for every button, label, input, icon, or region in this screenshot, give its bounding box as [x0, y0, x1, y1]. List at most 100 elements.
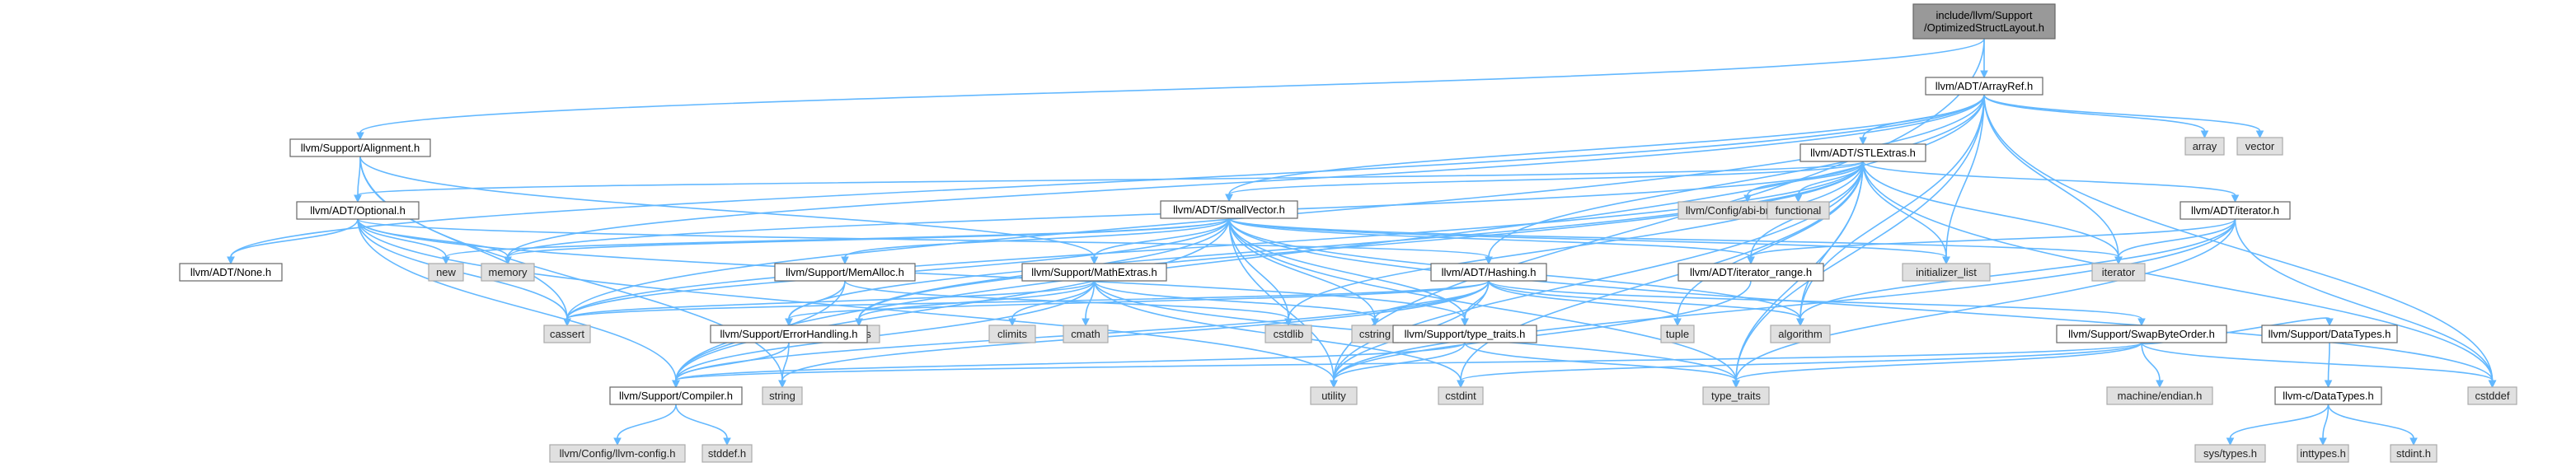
node-hashing[interactable]: llvm/ADT/Hashing.h	[1430, 263, 1547, 282]
edge-typetraitsh-to-type_traits	[1464, 342, 1740, 389]
node-label-none: llvm/ADT/None.h	[190, 266, 271, 278]
node-label-llvmconfig: llvm/Config/llvm-config.h	[560, 447, 676, 460]
edge-hashing-to-swapbyte	[1488, 280, 2146, 327]
node-label-endian: machine/endian.h	[2118, 390, 2203, 402]
node-endian: machine/endian.h	[2106, 386, 2213, 405]
node-datatypes[interactable]: llvm/Support/DataTypes.h	[2261, 325, 2398, 343]
edge-optional-to-cassert	[357, 218, 571, 327]
node-label-stdint: stdint.h	[2396, 447, 2431, 460]
node-swapbyte[interactable]: llvm/Support/SwapByteOrder.h	[2056, 325, 2227, 343]
node-compiler[interactable]: llvm/Support/Compiler.h	[609, 386, 743, 405]
node-label-arrayref: llvm/ADT/ArrayRef.h	[1936, 80, 2033, 92]
edge-mathextras-to-limits	[855, 280, 1096, 327]
node-none[interactable]: llvm/ADT/None.h	[179, 263, 283, 282]
node-iteratorh[interactable]: llvm/ADT/iterator.h	[2180, 201, 2291, 220]
edge-swapbyte-to-cstdint	[1457, 342, 2142, 389]
node-label-hashing: llvm/ADT/Hashing.h	[1442, 266, 1537, 278]
node-mathextras[interactable]: llvm/Support/MathExtras.h	[1021, 263, 1167, 282]
edge-stlextras-to-iteratorh	[1862, 161, 2240, 203]
node-smallvector[interactable]: llvm/ADT/SmallVector.h	[1160, 200, 1298, 219]
node-llvmconfig: llvm/Config/llvm-config.h	[549, 444, 686, 463]
node-label-tuple: tuple	[1666, 328, 1689, 340]
edge-swapbyte-to-cstddef	[2141, 342, 2497, 389]
node-label-cmath: cmath	[1071, 328, 1100, 340]
node-cmath: cmath	[1063, 325, 1109, 343]
node-memory: memory	[481, 263, 535, 282]
edge-smallvector-to-initlist	[1228, 217, 1950, 265]
node-iterrange[interactable]: llvm/ADT/iterator_range.h	[1677, 263, 1824, 282]
edge-cdatatypes-to-stdint	[2327, 404, 2418, 446]
node-label-memalloc: llvm/Support/MemAlloc.h	[786, 266, 904, 278]
node-cstring: cstring	[1351, 325, 1399, 343]
node-label-iterator: iterator	[2102, 266, 2136, 278]
node-typetraitsh[interactable]: llvm/Support/type_traits.h	[1392, 325, 1537, 343]
edge-root-to-alignment	[356, 38, 1985, 141]
node-memalloc[interactable]: llvm/Support/MemAlloc.h	[774, 263, 916, 282]
node-label-string: string	[769, 390, 795, 402]
node-label-new: new	[436, 266, 456, 278]
node-label-cdatatypes: llvm-c/DataTypes.h	[2283, 390, 2374, 402]
node-cdatatypes[interactable]: llvm-c/DataTypes.h	[2274, 386, 2382, 405]
node-label-iterrange: llvm/ADT/iterator_range.h	[1690, 266, 1812, 278]
node-climits: climits	[988, 325, 1036, 343]
edge-smallvector-to-memalloc	[841, 217, 1230, 265]
edge-arrayref-to-stlextras	[1859, 94, 1985, 146]
node-label-root: include/llvm/Support/OptimizedStructLayo…	[1924, 9, 2044, 34]
edge-alignment-to-string	[359, 156, 786, 389]
node-tuple: tuple	[1660, 325, 1695, 343]
edge-optional-to-hashing	[357, 218, 1493, 265]
node-optional[interactable]: llvm/ADT/Optional.h	[296, 201, 420, 220]
node-label-swapbyte: llvm/Support/SwapByteOrder.h	[2068, 328, 2215, 340]
node-label-mathextras: llvm/Support/MathExtras.h	[1031, 266, 1157, 278]
node-label-cstdlib: cstdlib	[1274, 328, 1304, 340]
edge-stlextras-to-cassert	[563, 161, 1864, 327]
edge-hashing-to-tuple	[1488, 280, 1682, 327]
node-initlist: initializer_list	[1902, 263, 1991, 282]
node-label-functional: functional	[1776, 204, 1822, 217]
edge-layer	[227, 38, 2497, 446]
node-label-cstdint: cstdint	[1445, 390, 1476, 402]
node-iterator: iterator	[2091, 263, 2146, 282]
node-label-type_traits: type_traits	[1711, 390, 1761, 402]
node-label-utility: utility	[1321, 390, 1346, 402]
edge-stlextras-to-abibreaking	[1743, 161, 1864, 203]
edge-smallvector-to-new	[442, 217, 1230, 265]
edge-swapbyte-to-endian	[2141, 342, 2164, 389]
node-cstdlib: cstdlib	[1265, 325, 1312, 343]
node-label-cstring: cstring	[1359, 328, 1391, 340]
edge-smallvector-to-memory	[504, 217, 1230, 265]
node-arrayref[interactable]: llvm/ADT/ArrayRef.h	[1925, 77, 2043, 96]
node-cstdint: cstdint	[1438, 386, 1484, 405]
node-label-climits: climits	[997, 328, 1028, 340]
node-label-cassert: cassert	[550, 328, 584, 340]
edge-iteratorh-to-iterrange	[1747, 218, 2236, 265]
node-errorhandling[interactable]: llvm/Support/ErrorHandling.h	[710, 325, 868, 343]
edge-iteratorh-to-type_traits	[1732, 218, 2236, 389]
edge-arrayref-to-memory	[504, 94, 1985, 265]
edge-swapbyte-to-type_traits	[1732, 342, 2142, 389]
edge-stlextras-to-optional	[354, 161, 1864, 203]
node-algorithm: algorithm	[1770, 325, 1831, 343]
node-label-compiler: llvm/Support/Compiler.h	[619, 390, 733, 402]
node-label-vector: vector	[2245, 140, 2275, 152]
node-systypes: sys/types.h	[2194, 444, 2266, 463]
edge-arrayref-to-vector	[1983, 94, 2264, 139]
node-cstddef: cstddef	[2467, 386, 2517, 405]
node-label-algorithm: algorithm	[1778, 328, 1822, 340]
node-label-array: array	[2193, 140, 2217, 152]
edge-hashing-to-cassert	[563, 280, 1490, 327]
edge-smallvector-to-mathextras	[1090, 217, 1230, 265]
node-vector: vector	[2236, 137, 2283, 156]
node-stlextras[interactable]: llvm/ADT/STLExtras.h	[1799, 143, 1926, 162]
node-label-cstddef: cstddef	[2475, 390, 2510, 402]
edge-mathextras-to-cmath	[1082, 280, 1096, 327]
edge-errorhandling-to-string	[778, 342, 790, 389]
node-label-iteratorh: llvm/ADT/iterator.h	[2191, 204, 2279, 217]
node-alignment[interactable]: llvm/Support/Alignment.h	[289, 138, 431, 157]
node-functional: functional	[1767, 201, 1830, 220]
node-utility: utility	[1310, 386, 1358, 405]
node-label-errorhandling: llvm/Support/ErrorHandling.h	[720, 328, 858, 340]
node-root[interactable]: include/llvm/Support/OptimizedStructLayo…	[1912, 3, 2056, 40]
edge-hashing-to-algorithm	[1488, 280, 1804, 327]
node-stdint: stdint.h	[2390, 444, 2438, 463]
